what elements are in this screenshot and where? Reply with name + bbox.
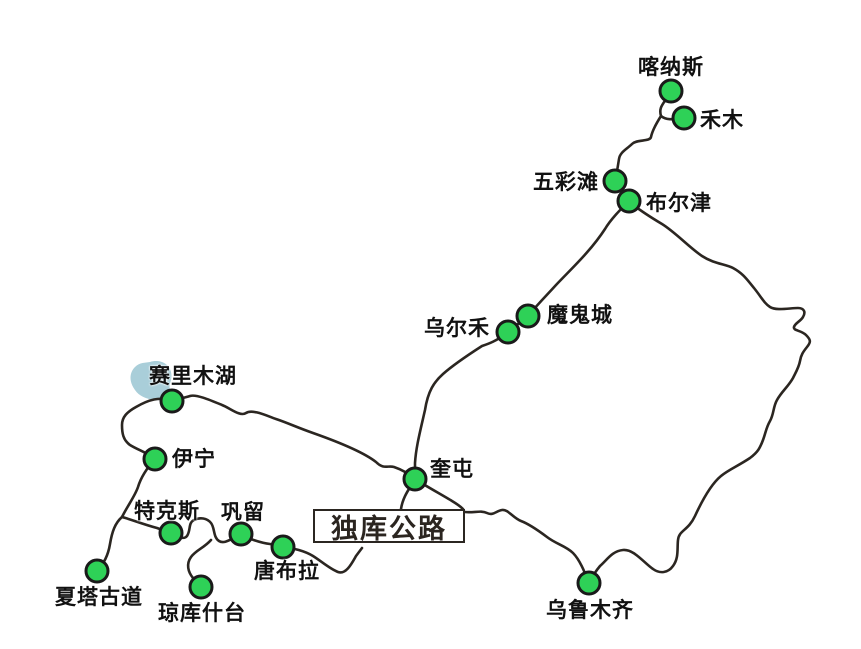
location-label-urho: 乌尔禾 — [424, 317, 490, 340]
location-dot-qiongkushitai — [188, 574, 214, 600]
location-dot-kuitun — [402, 466, 428, 492]
location-label-hemu: 禾木 — [700, 109, 744, 132]
location-label-tangbula: 唐布拉 — [254, 560, 320, 583]
duku-highway-label-box: 独库公路 — [313, 509, 465, 544]
location-label-qiongkushitai: 琼库什台 — [158, 602, 246, 625]
location-label-moguicheng: 魔鬼城 — [547, 304, 613, 327]
location-dot-urho — [495, 319, 521, 345]
location-dot-gongliu — [228, 521, 254, 547]
location-label-yining: 伊宁 — [172, 448, 216, 471]
location-dot-moguicheng — [515, 303, 541, 329]
road-east-loop — [587, 199, 812, 585]
location-dot-burqin — [616, 188, 642, 214]
duku-highway-label: 独库公路 — [331, 513, 447, 544]
location-dot-wucaitan — [602, 168, 628, 194]
road-burqin-moguicheng — [526, 199, 631, 318]
location-label-sailimu-lake: 赛里木湖 — [149, 365, 237, 388]
location-dot-tekes — [158, 520, 184, 546]
road-fork-wucaitan — [613, 114, 663, 183]
location-label-xiata-gudao: 夏塔古道 — [55, 586, 143, 609]
road-urumqi-dukubox — [463, 508, 591, 585]
location-label-wucaitan: 五彩滩 — [533, 171, 599, 194]
location-label-kanas: 喀纳斯 — [638, 56, 704, 79]
road-junction-tekes — [120, 515, 173, 535]
road-kuitun-sailimu — [170, 394, 417, 481]
road-urho-kuitun — [413, 330, 510, 481]
location-dot-hemu — [671, 105, 697, 131]
location-dot-kanas — [658, 78, 684, 104]
location-label-tekes: 特克斯 — [134, 500, 200, 523]
location-dot-tangbula — [270, 534, 296, 560]
location-dots — [84, 78, 697, 600]
location-dot-yining — [142, 446, 168, 472]
road-tangbula-dip — [281, 545, 364, 574]
location-label-gongliu: 巩留 — [221, 501, 265, 524]
road-tekes-gongliu — [169, 517, 243, 544]
location-dot-sailimu-lake — [159, 388, 185, 414]
location-label-kuitun: 奎屯 — [430, 458, 474, 481]
road-sailimu-yining — [120, 397, 174, 461]
location-label-urumqi: 乌鲁木齐 — [546, 599, 634, 622]
location-dot-xiata-gudao — [84, 558, 110, 584]
sailimu-lake-water — [130, 361, 172, 401]
location-label-burqin: 布尔津 — [646, 192, 712, 215]
location-dot-urumqi — [576, 570, 602, 596]
